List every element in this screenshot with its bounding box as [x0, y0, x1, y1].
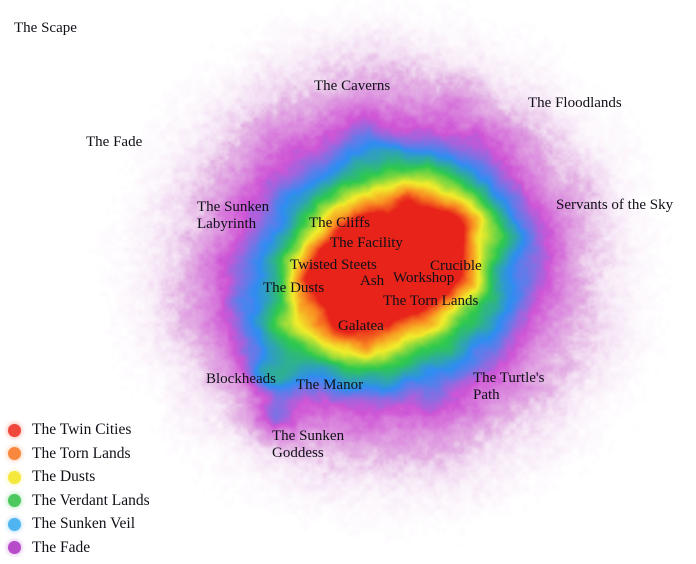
legend-item[interactable]: The Twin Cities [8, 420, 131, 440]
map-label[interactable]: The Cliffs [309, 215, 370, 231]
map-label[interactable]: The Sunken Labyrinth [197, 199, 270, 232]
map-label[interactable]: Galatea [338, 318, 384, 334]
map-label[interactable]: The Manor [296, 377, 364, 393]
legend-item[interactable]: The Fade [8, 538, 90, 558]
legend-item[interactable]: The Torn Lands [8, 444, 131, 464]
legend-item-label: The Dusts [32, 468, 96, 485]
map-label[interactable]: The Scape [14, 20, 77, 36]
map-label[interactable]: The Turtle's Path [473, 370, 545, 403]
map-label[interactable]: Ash [360, 273, 385, 289]
legend-swatch-dot-icon [8, 517, 21, 531]
legend-swatch-dot-icon [8, 447, 21, 460]
map-label[interactable]: The Fade [86, 134, 143, 150]
legend-item[interactable]: The Sunken Veil [8, 514, 135, 534]
map-label[interactable]: The Torn Lands [383, 293, 479, 309]
map-label[interactable]: The Sunken Goddess [272, 428, 345, 461]
map-label[interactable]: The Facility [330, 235, 403, 251]
map-label[interactable]: Workshop [393, 270, 455, 286]
map-label[interactable]: The Caverns [314, 78, 391, 94]
map-label[interactable]: Blockheads [206, 371, 276, 387]
legend-item-label: The Twin Cities [32, 421, 132, 438]
legend-swatch-dot-icon [8, 470, 21, 484]
map-label[interactable]: The Dusts [263, 280, 325, 296]
legend-item-label: The Fade [32, 538, 91, 556]
legend-item-label: The Sunken Veil [32, 515, 136, 532]
map-label[interactable]: The Floodlands [528, 95, 622, 111]
legend-item-label: The Torn Lands [32, 444, 131, 462]
map-label[interactable]: Crucible [430, 258, 482, 274]
map-label[interactable]: Twisted Steets [290, 257, 377, 273]
legend-item-label: The Verdant Lands [32, 491, 150, 509]
map-label[interactable]: Servants of the Sky [556, 197, 674, 213]
legend-swatch-dot-icon [8, 541, 21, 554]
legend-item[interactable]: The Verdant Lands [8, 491, 150, 511]
legend-item[interactable]: The Dusts [8, 467, 95, 487]
legend-swatch-dot-icon [8, 494, 21, 507]
legend-swatch-dot-icon [8, 423, 21, 437]
